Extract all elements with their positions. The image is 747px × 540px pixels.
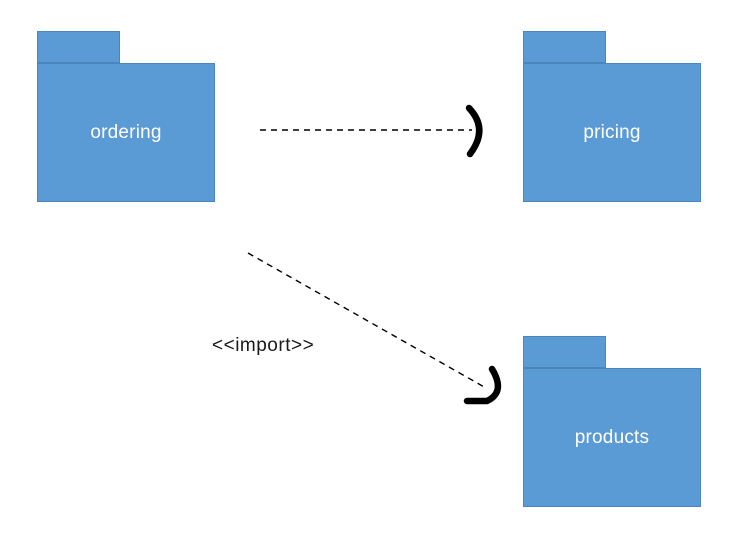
package-label-products: products xyxy=(574,427,650,448)
package-ordering[interactable]: ordering xyxy=(37,31,215,202)
connector-ordering-to-pricing[interactable] xyxy=(260,104,483,158)
stereotype-label-import: <<import>> xyxy=(212,335,315,356)
package-label-pricing: pricing xyxy=(583,122,641,143)
package-body xyxy=(37,63,215,202)
package-pricing[interactable]: pricing xyxy=(523,31,701,202)
package-body xyxy=(523,63,701,202)
package-body xyxy=(523,368,701,507)
connector-ordering-to-products[interactable] xyxy=(247,252,502,405)
arrowhead-chevron xyxy=(463,365,502,405)
connector-line xyxy=(247,252,487,389)
package-tab xyxy=(523,336,606,368)
arrowhead-chevron xyxy=(465,104,483,158)
package-products[interactable]: products xyxy=(523,336,701,507)
package-tab xyxy=(523,31,606,63)
package-label-ordering: ordering xyxy=(90,122,162,143)
package-tab xyxy=(37,31,120,63)
